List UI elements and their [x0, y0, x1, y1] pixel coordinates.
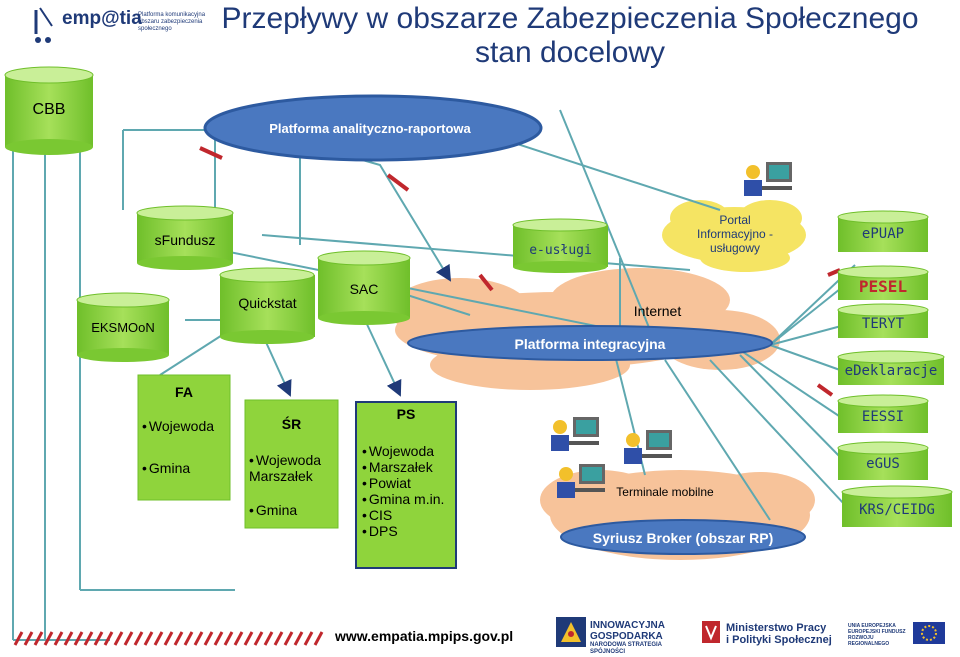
person-logo-icon: [34, 7, 53, 43]
sr-list: Wojewoda Marszałek Gmina: [249, 452, 337, 518]
list-item: Gmina: [249, 502, 337, 518]
innovation-logo-icon: [556, 617, 586, 647]
external-cylinders: [837, 210, 953, 527]
flow-accents: [199, 146, 841, 397]
eksmoon-cylinder: [76, 292, 170, 362]
cbb-cylinder: [4, 66, 94, 155]
connector-lines: [12, 109, 856, 641]
integration-platform-ellipse: [407, 325, 773, 361]
logo-mark: [30, 6, 58, 46]
innovation-logo-text: INNOWACYJNA GOSPODARKA NARODOWA STRATEGI…: [590, 620, 665, 655]
ministry-logo-text: Ministerstwo Pracy i Polityki Społecznej: [726, 622, 832, 646]
brand-tagline: Platforma komunikacyjna obszaru zabezpie…: [138, 12, 206, 32]
list-item: DPS: [362, 523, 454, 539]
portal-cloud: [662, 200, 806, 272]
ps-list: Wojewoda Marszałek Powiat Gmina m.in. CI…: [362, 443, 454, 539]
list-item: Marszałek: [362, 459, 454, 475]
footer-url[interactable]: www.empatia.mpips.gov.pl: [335, 628, 514, 644]
fa-list: Wojewoda Gmina: [142, 418, 214, 476]
footer-stripes: [13, 631, 324, 646]
user-computer-icon: [744, 162, 792, 196]
fa-box: [137, 374, 231, 501]
list-item: Wojewoda Marszałek: [249, 452, 337, 484]
analytics-platform-ellipse: [203, 94, 543, 162]
list-item: Wojewoda: [362, 443, 454, 459]
eservices-cylinder: [512, 218, 608, 273]
eagle-emblem-icon: [702, 621, 720, 643]
list-item: Gmina: [142, 460, 214, 476]
list-item: Gmina m.in.: [362, 491, 454, 507]
eu-flag-icon: [913, 622, 945, 644]
user-computer-icon: [551, 417, 599, 451]
list-item: Wojewoda: [142, 418, 214, 434]
quickstat-cylinder: [219, 267, 315, 344]
list-item: CIS: [362, 507, 454, 523]
eu-logo-text: UNIA EUROPEJSKA EUROPEJSKI FUNDUSZ ROZWO…: [848, 623, 906, 647]
syriusz-broker-ellipse: [560, 519, 806, 555]
page-title: Przepływy w obszarze Zabezpieczenia Społ…: [221, 2, 919, 69]
user-computer-icon: [624, 430, 672, 464]
sac-cylinder: [317, 250, 411, 325]
brand-logo: emp@tia: [62, 8, 142, 29]
user-computer-icon: [557, 464, 605, 498]
list-item: Powiat: [362, 475, 454, 491]
sfundusz-cylinder: [136, 205, 234, 270]
